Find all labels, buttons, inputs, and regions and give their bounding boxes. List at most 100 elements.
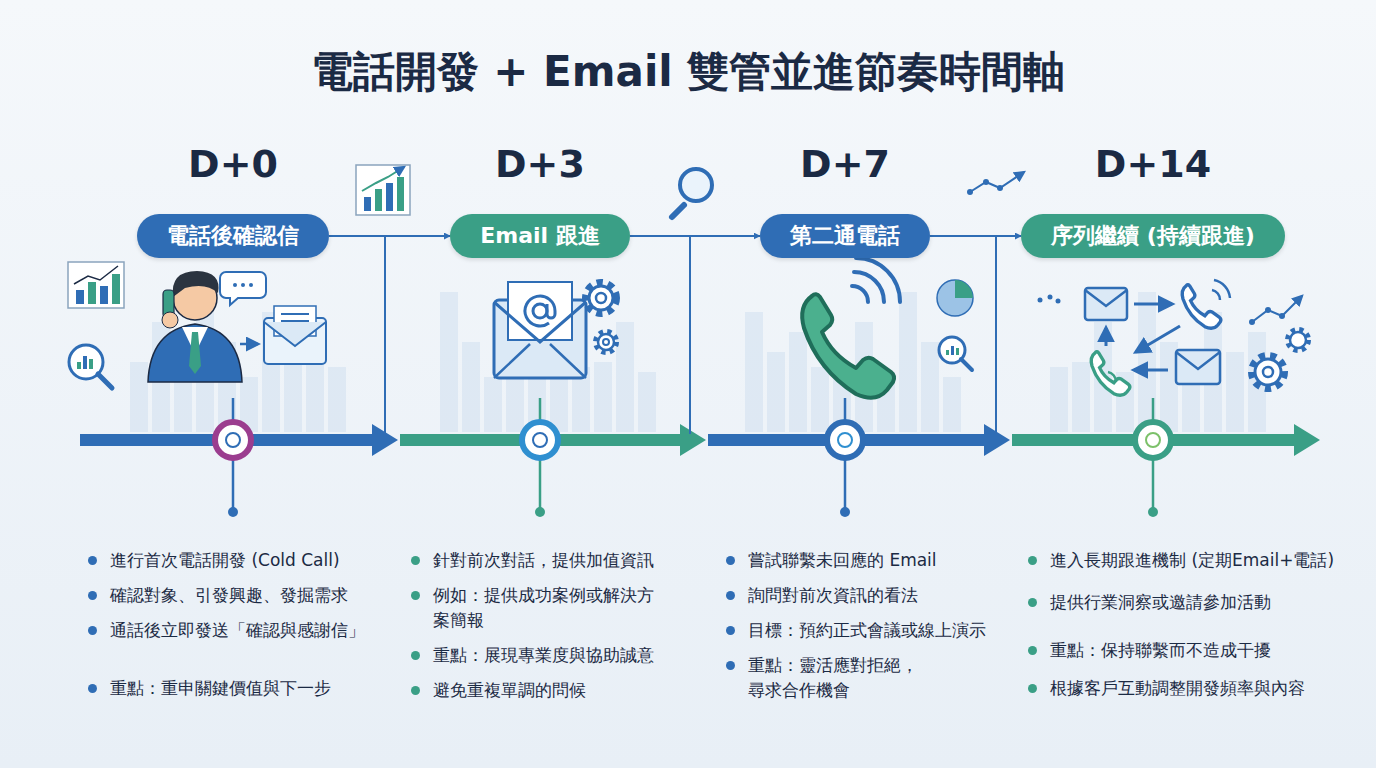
cycle-icon <box>1136 326 1180 352</box>
bullet-dot <box>726 591 735 600</box>
envelope-icon <box>281 313 309 315</box>
timeline-marker <box>838 433 852 447</box>
magnifier-icon <box>69 345 112 388</box>
bullet-dot <box>411 686 420 695</box>
bullet-item: 嘗試聯繫未回應的 Email <box>726 548 1013 573</box>
gear-icon <box>586 283 616 352</box>
email-envelope-icon <box>508 282 572 340</box>
magnifier-icon <box>672 169 712 217</box>
trend-icon <box>1056 299 1061 304</box>
email-envelope-icon <box>494 344 586 378</box>
bullet-item: 通話後立即發送「確認與感謝信」 <box>88 618 385 643</box>
stem-line <box>228 398 1158 517</box>
magnifier-icon <box>98 374 112 388</box>
city-skyline <box>594 362 612 432</box>
email-envelope-icon <box>533 304 547 318</box>
bullet-item: 確認對象、引發興趣、發掘需求 <box>88 583 385 608</box>
bullet-item: 詢問對前次資訊的看法 <box>726 583 1013 608</box>
chart-icon <box>68 262 124 308</box>
bullet-text: 提供行業洞察或邀請參加活動 <box>1050 590 1350 615</box>
gear-icon <box>603 339 609 345</box>
cycle-icon <box>1108 372 1116 382</box>
bullet-dot <box>1028 556 1037 565</box>
magnifier-icon <box>680 169 712 201</box>
flow-connector <box>329 235 450 237</box>
gear-icon <box>1288 330 1308 350</box>
city-skyline <box>1050 367 1068 432</box>
flow-connector <box>930 235 1021 237</box>
stem-line <box>840 507 850 517</box>
caller-figure <box>241 283 245 287</box>
connector-stub <box>384 236 386 434</box>
city-skyline <box>440 292 458 432</box>
timeline-arrow <box>680 424 706 456</box>
stem-line <box>1148 507 1158 517</box>
pie-chart-icon <box>937 280 973 316</box>
timeline-marker <box>1135 422 1171 458</box>
bullet-item: 目標：預約正式會議或線上演示 <box>726 618 1013 643</box>
phone-handset-icon <box>802 294 894 397</box>
phone-handset-icon <box>852 286 868 302</box>
timeline-marker <box>522 422 558 458</box>
bullet-item: 重點：重申關鍵價值與下一步 <box>88 676 385 701</box>
bullet-dot <box>1028 684 1037 693</box>
caller-figure <box>148 324 242 382</box>
cycle-icon <box>1091 352 1130 395</box>
cycle-icon <box>1091 352 1130 395</box>
gear-icon <box>1252 356 1284 388</box>
gear-icon <box>1252 330 1308 388</box>
bullet-dot <box>411 591 420 600</box>
city-skyline <box>811 367 829 432</box>
city-skyline <box>462 342 480 432</box>
phone-handset-icon <box>854 272 884 302</box>
timeline-marker <box>827 422 863 458</box>
bullet-dot <box>411 651 420 660</box>
city-skyline <box>899 292 917 432</box>
bullet-dot <box>88 684 97 693</box>
chart-icon <box>356 165 410 215</box>
cycle-icon <box>1134 303 1172 306</box>
gear-icon <box>1290 332 1306 348</box>
caller-figure <box>249 283 253 287</box>
city-skyline <box>767 352 785 432</box>
chart-icon <box>356 165 410 215</box>
bullet-text: 進行首次電話開發 (Cold Call) <box>110 548 385 573</box>
timeline-marker <box>533 433 547 447</box>
day-label: D+14 <box>1095 140 1211 188</box>
trend-icon <box>967 172 1302 325</box>
stem-line <box>535 507 545 517</box>
chart-icon <box>375 189 382 211</box>
magnifier-icon <box>956 348 959 355</box>
cycle-icon <box>1212 280 1230 300</box>
stem-line <box>228 507 238 517</box>
bullet-text: 避免重複單調的問候 <box>433 678 683 703</box>
caller-figure <box>240 343 258 346</box>
caller-figure <box>162 312 178 328</box>
cycle-icon <box>1176 352 1220 369</box>
phone-handset-icon <box>802 258 900 398</box>
chart-icon <box>386 183 393 211</box>
bullet-text: 重點：靈活應對拒絕， 尋求合作機會 <box>748 653 930 703</box>
bullet-dot <box>1028 598 1037 607</box>
gear-icon <box>1255 359 1281 385</box>
bullet-item: 提供行業洞察或邀請參加活動 <box>1028 590 1350 615</box>
envelope-icon <box>264 322 326 346</box>
city-skyline <box>745 312 763 432</box>
city-skyline <box>1072 362 1090 432</box>
stage-title: 電話後確認信 <box>167 223 299 248</box>
city-skyline <box>943 377 961 432</box>
bullet-dot <box>88 591 97 600</box>
bullet-dot <box>726 661 735 670</box>
magnifier-icon <box>672 205 684 217</box>
gear-icon <box>1263 367 1273 377</box>
magnifier-icon <box>939 337 972 370</box>
pie-chart-icon <box>937 280 973 316</box>
envelope-icon <box>264 318 326 364</box>
bullet-item: 重點：展現專業度與協助誠意 <box>411 643 683 668</box>
day-label: D+0 <box>188 140 278 188</box>
bullet-item: 進行首次電話開發 (Cold Call) <box>88 548 385 573</box>
bullet-text: 目標：預約正式會議或線上演示 <box>748 618 1013 643</box>
phone-handset-icon <box>856 258 900 302</box>
bullet-dot <box>411 556 420 565</box>
